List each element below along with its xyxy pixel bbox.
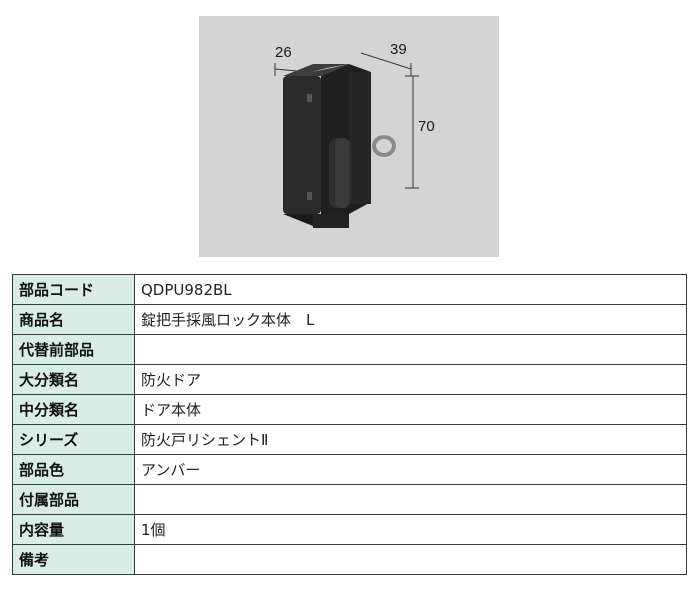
table-row: 部品コード QDPU982BL: [12, 274, 687, 305]
spec-key: 備考: [12, 544, 135, 575]
spec-value: 錠把手採風ロック本体 L: [134, 304, 687, 335]
spec-value: QDPU982BL: [134, 274, 687, 305]
spec-key: 付属部品: [12, 484, 135, 515]
spec-value: [134, 484, 687, 515]
spec-value: [134, 544, 687, 575]
table-row: 内容量 1個: [12, 514, 687, 545]
table-row: 付属部品: [12, 484, 687, 515]
spec-value: [134, 334, 687, 365]
spec-value: ドア本体: [134, 394, 687, 425]
spec-key: 中分類名: [12, 394, 135, 425]
dimension-height: 70: [405, 75, 435, 189]
table-row: 中分類名 ドア本体: [12, 394, 687, 425]
table-row: 部品色 アンバー: [12, 454, 687, 485]
spec-table: 部品コード QDPU982BL 商品名 錠把手採風ロック本体 L 代替前部品 大…: [12, 274, 687, 575]
dimension-width-label: 39: [390, 41, 407, 58]
spec-key: 大分類名: [12, 364, 135, 395]
spec-key: 内容量: [12, 514, 135, 545]
lock-body: [283, 64, 396, 228]
table-row: 商品名 錠把手採風ロック本体 L: [12, 304, 687, 335]
table-row: 大分類名 防火ドア: [12, 364, 687, 395]
table-row: 備考: [12, 544, 687, 575]
dimension-width: 39: [360, 41, 412, 76]
spec-key: 部品色: [12, 454, 135, 485]
table-row: 代替前部品: [12, 334, 687, 365]
spec-value: 防火ドア: [134, 364, 687, 395]
spec-key: シリーズ: [12, 424, 135, 455]
spec-key: 代替前部品: [12, 334, 135, 365]
product-image: 26 39 70: [199, 16, 499, 257]
spec-key: 部品コード: [12, 274, 135, 305]
spec-value: アンバー: [134, 454, 687, 485]
table-row: シリーズ 防火戸リシェントⅡ: [12, 424, 687, 455]
spec-value: 防火戸リシェントⅡ: [134, 424, 687, 455]
spec-key: 商品名: [12, 304, 135, 335]
dimension-height-label: 70: [418, 118, 435, 135]
dimension-depth-label: 26: [275, 44, 292, 61]
product-drawing: 26 39 70: [274, 41, 435, 228]
spec-value: 1個: [134, 514, 687, 545]
